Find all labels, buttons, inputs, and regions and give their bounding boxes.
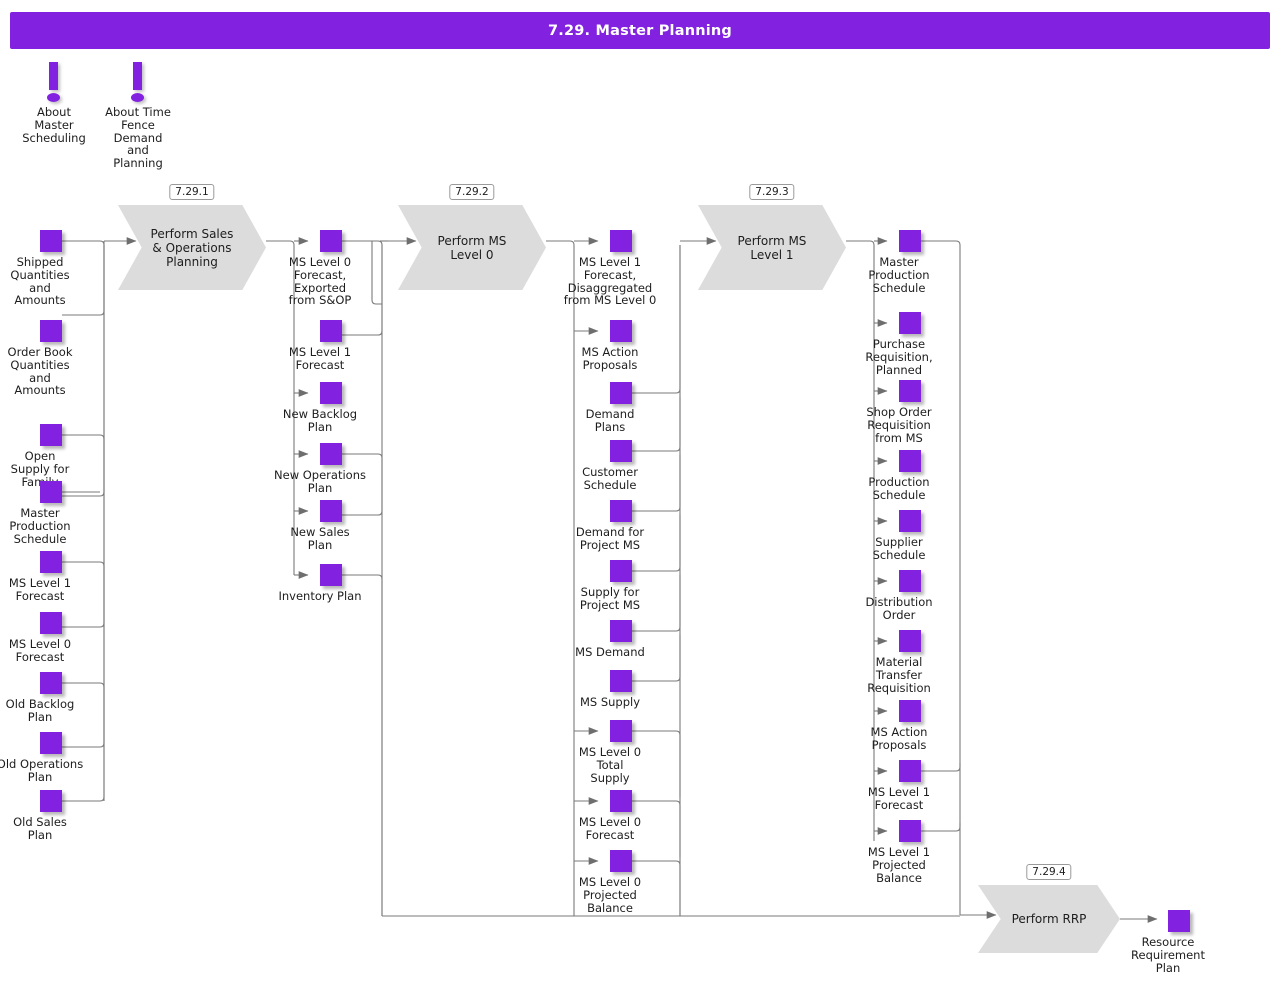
- entity-icon: [899, 570, 921, 592]
- entity-icon: [610, 720, 632, 742]
- entity-label: Distribution Order: [865, 595, 933, 622]
- process-perform-ms-level-1[interactable]: 7.29.3 Perform MS Level 1: [698, 184, 846, 290]
- entity-label: MS Level 1 Forecast: [288, 345, 352, 372]
- exclamation-bar-icon: [49, 62, 58, 90]
- entity-label: Shipped Quantities and Amounts: [10, 255, 70, 308]
- entity-label: MS Level 0 Total Supply: [578, 745, 642, 785]
- entity-icon: [899, 510, 921, 532]
- process-number: 7.29.2: [449, 184, 495, 200]
- entity-label: Old Backlog Plan: [5, 697, 75, 724]
- entity-icon: [40, 424, 62, 446]
- entity-label: Resource Requirement Plan: [1131, 935, 1205, 975]
- entity-label: Supply for Project MS: [579, 585, 641, 612]
- entity-icon: [899, 630, 921, 652]
- entity-icon: [40, 672, 62, 694]
- entity-icon: [40, 790, 62, 812]
- chevron-shape: [398, 205, 546, 290]
- entity-label: Old Operations Plan: [0, 757, 84, 784]
- process-label: Perform RRP: [1011, 912, 1087, 926]
- entity-icon: [320, 500, 342, 522]
- entity-label: Shop Order Requisition from MS: [866, 405, 932, 445]
- entity-label: MS Demand: [575, 645, 645, 659]
- entity-icon: [320, 564, 342, 586]
- entity-icon: [610, 670, 632, 692]
- entity-icon: [610, 230, 632, 252]
- exclamation-dot-icon: [47, 93, 60, 102]
- entity-label: MS Level 1 Projected Balance: [867, 845, 931, 885]
- entity-label: Customer Schedule: [582, 465, 638, 492]
- entity-label: MS Level 1 Forecast: [867, 785, 931, 812]
- entity-label: MS Level 0 Forecast: [8, 637, 72, 664]
- entity-icon: [610, 440, 632, 462]
- entity-label: Supplier Schedule: [872, 535, 926, 562]
- process-perform-ms-level-0[interactable]: 7.29.2 Perform MS Level 0: [398, 184, 546, 290]
- entity-icon: [40, 481, 62, 503]
- exclamation-dot-icon: [131, 93, 144, 102]
- chevron-shape: [978, 885, 1120, 953]
- entity-icon: [899, 380, 921, 402]
- entity-icon: [610, 500, 632, 522]
- process-label: Perform MS Level 0: [437, 233, 507, 262]
- entity-icon: [320, 320, 342, 342]
- entity-icon: [40, 320, 62, 342]
- entity-label: MS Level 0 Forecast, Exported from S&OP: [288, 255, 352, 308]
- entity-icon: [899, 760, 921, 782]
- entity-label: MS Level 0 Projected Balance: [578, 875, 642, 915]
- note-about-master-scheduling[interactable]: About Master Scheduling: [22, 62, 86, 144]
- entity-icon: [899, 700, 921, 722]
- entity-label: MS Level 1 Forecast: [8, 576, 72, 603]
- process-number: 7.29.4: [1026, 864, 1072, 880]
- entity-icon: [899, 312, 921, 334]
- entity-label: MS Action Proposals: [870, 725, 928, 752]
- entity-icon: [40, 551, 62, 573]
- entity-label: Master Production Schedule: [9, 506, 71, 546]
- process-label: Perform MS Level 1: [737, 233, 807, 262]
- entity-label: Inventory Plan: [278, 589, 362, 603]
- entity-icon: [610, 620, 632, 642]
- entity-label: MS Supply: [579, 695, 641, 709]
- entity-icon: [610, 320, 632, 342]
- entity-label: Old Sales Plan: [13, 815, 67, 842]
- entity-label: MS Level 1 Forecast, Disaggregated from …: [563, 255, 657, 308]
- entity-icon: [320, 230, 342, 252]
- entity-icon: [610, 560, 632, 582]
- chevron-shape: [118, 205, 266, 290]
- note-about-time-fence[interactable]: About Time Fence Demand and Planning: [105, 62, 171, 170]
- entity-label: Demand Plans: [585, 407, 635, 434]
- entity-label: Purchase Requisition, Planned: [865, 337, 933, 377]
- chevron-shape: [698, 205, 846, 290]
- entity-icon: [40, 612, 62, 634]
- entity-label: MS Action Proposals: [581, 345, 639, 372]
- process-perform-rrp[interactable]: 7.29.4 Perform RRP: [978, 864, 1120, 953]
- page-title-bar: 7.29. Master Planning: [10, 12, 1270, 49]
- entity-label: MS Level 0 Forecast: [578, 815, 642, 842]
- entity-icon: [40, 230, 62, 252]
- process-number: 7.29.1: [169, 184, 215, 200]
- entity-icon: [1168, 910, 1190, 932]
- process-number: 7.29.3: [749, 184, 795, 200]
- entity-icon: [899, 230, 921, 252]
- entity-icon: [40, 732, 62, 754]
- entity-label: Demand for Project MS: [575, 525, 645, 552]
- entity-icon: [899, 820, 921, 842]
- entity-icon: [610, 850, 632, 872]
- entity-icon: [320, 443, 342, 465]
- exclamation-bar-icon: [133, 62, 142, 90]
- note-label: About Master Scheduling: [22, 105, 86, 145]
- process-label: Perform Sales & Operations Planning: [150, 226, 234, 269]
- page-title: 7.29. Master Planning: [547, 22, 733, 39]
- entity-label: New Sales Plan: [290, 525, 350, 552]
- entity-icon: [899, 450, 921, 472]
- entity-icon: [610, 382, 632, 404]
- entity-label: New Operations Plan: [274, 468, 366, 495]
- entity-icon: [320, 382, 342, 404]
- entity-label: Production Schedule: [868, 475, 930, 502]
- entity-label: Order Book Quantities and Amounts: [7, 345, 73, 398]
- entity-label: Master Production Schedule: [868, 255, 930, 295]
- entity-label: Material Transfer Requisition: [867, 655, 931, 695]
- entity-icon: [610, 790, 632, 812]
- process-perform-sales-operations-planning[interactable]: 7.29.1 Perform Sales & Operations Planni…: [118, 184, 266, 290]
- entity-label: New Backlog Plan: [282, 407, 358, 434]
- note-label: About Time Fence Demand and Planning: [105, 105, 171, 171]
